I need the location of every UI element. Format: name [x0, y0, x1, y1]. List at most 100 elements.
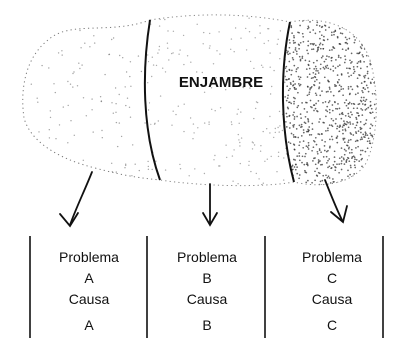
stipple-dot — [292, 84, 294, 87]
stipple-dot — [209, 45, 211, 47]
stipple-dot — [225, 89, 227, 91]
stipple-dot — [332, 46, 335, 49]
stipple-dot — [302, 131, 305, 134]
stipple-dot — [151, 56, 153, 58]
stipple-dot — [317, 48, 319, 50]
stipple-dot — [318, 172, 321, 175]
stipple-dot — [333, 31, 335, 33]
stipple-dot — [250, 85, 253, 87]
stipple-dot — [358, 103, 361, 105]
stipple-dot — [361, 165, 363, 168]
stipple-dot — [378, 80, 380, 82]
stipple-dot — [316, 50, 318, 53]
stipple-dot — [290, 26, 293, 29]
stipple-dot — [305, 20, 308, 21]
stipple-dot — [282, 147, 284, 149]
stipple-dot — [287, 94, 289, 97]
stipple-dot — [334, 101, 336, 104]
stipple-dot — [279, 86, 281, 88]
stipple-dot — [327, 127, 329, 130]
stipple-dot — [150, 123, 152, 126]
stipple-dot — [374, 183, 377, 185]
stipple-dot — [314, 65, 317, 68]
stipple-dot — [307, 26, 310, 29]
stipple-dot — [343, 61, 346, 64]
stipple-dot — [271, 85, 273, 88]
stipple-dot — [233, 51, 235, 53]
stipple-dot — [203, 13, 204, 14]
stipple-dot — [336, 12, 338, 14]
stipple-dot — [343, 124, 345, 127]
stipple-dot — [249, 82, 252, 84]
stipple-dot — [239, 145, 241, 147]
stipple-dot — [280, 114, 282, 116]
stipple-dot — [283, 157, 285, 159]
stipple-dot — [304, 115, 307, 118]
stipple-dot — [255, 101, 258, 103]
stipple-dot — [380, 164, 382, 166]
stipple-dot — [361, 114, 364, 116]
stipple-dot — [284, 172, 286, 175]
stipple-dot — [318, 25, 321, 27]
stipple-dot — [375, 134, 377, 136]
stipple-dot — [158, 180, 159, 181]
stipple-dot — [320, 190, 322, 192]
stipple-dot — [70, 120, 72, 122]
stipple-dot — [289, 87, 291, 90]
stipple-dot — [281, 163, 283, 165]
stipple-dot — [78, 62, 80, 64]
stipple-dot — [49, 110, 51, 112]
stipple-dot — [119, 54, 121, 57]
stipple-dot — [140, 160, 141, 161]
cause-code-c: C — [327, 317, 337, 333]
stipple-dot — [305, 187, 307, 189]
stipple-dot — [347, 107, 350, 109]
stipple-dot — [321, 90, 323, 92]
stipple-dot — [361, 34, 364, 37]
stipple-dot — [364, 134, 367, 136]
stipple-dot — [363, 136, 365, 138]
stipple-dot — [274, 131, 276, 134]
stipple-dot — [308, 129, 310, 132]
stipple-dot — [295, 50, 298, 53]
stipple-dot — [306, 146, 309, 149]
stipple-dot — [278, 65, 280, 67]
stipple-dot — [317, 162, 320, 164]
column-c: Problema C Causa C — [302, 249, 362, 333]
stipple-dot — [311, 181, 313, 184]
stipple-dot — [309, 88, 311, 91]
stipple-dot — [253, 67, 255, 70]
stipple-dot — [333, 180, 335, 183]
stipple-dot — [298, 177, 300, 180]
stipple-dot — [345, 99, 348, 101]
stipple-dot — [360, 47, 363, 50]
stipple-dot — [342, 25, 345, 28]
cause-label-b: Causa — [187, 291, 228, 307]
stipple-dot — [374, 182, 376, 185]
stipple-dot — [311, 149, 313, 152]
stipple-dot — [356, 107, 359, 110]
stipple-dot — [376, 18, 378, 20]
stipple-dot — [317, 133, 320, 135]
stipple-dot — [379, 131, 381, 133]
stipple-dot — [329, 18, 331, 20]
stipple-dot — [305, 171, 308, 174]
stipple-dot — [171, 14, 173, 17]
stipple-dot — [299, 183, 301, 185]
stipple-dot — [268, 28, 270, 30]
stipple-dot — [359, 46, 362, 48]
stipple-dot — [122, 57, 124, 59]
stipple-dot — [237, 183, 239, 185]
stipple-dot — [292, 58, 295, 61]
stipple-dot — [291, 69, 293, 72]
stipple-dot — [328, 55, 330, 58]
stipple-dot — [182, 34, 185, 37]
stipple-dot — [317, 100, 320, 102]
stipple-dot — [347, 115, 350, 118]
stipple-dot — [372, 164, 374, 167]
stipple-dot — [315, 94, 318, 96]
stipple-dot — [374, 135, 377, 138]
stipple-dot — [299, 59, 302, 62]
stipple-dot — [292, 158, 295, 161]
stipple-dot — [322, 39, 325, 41]
